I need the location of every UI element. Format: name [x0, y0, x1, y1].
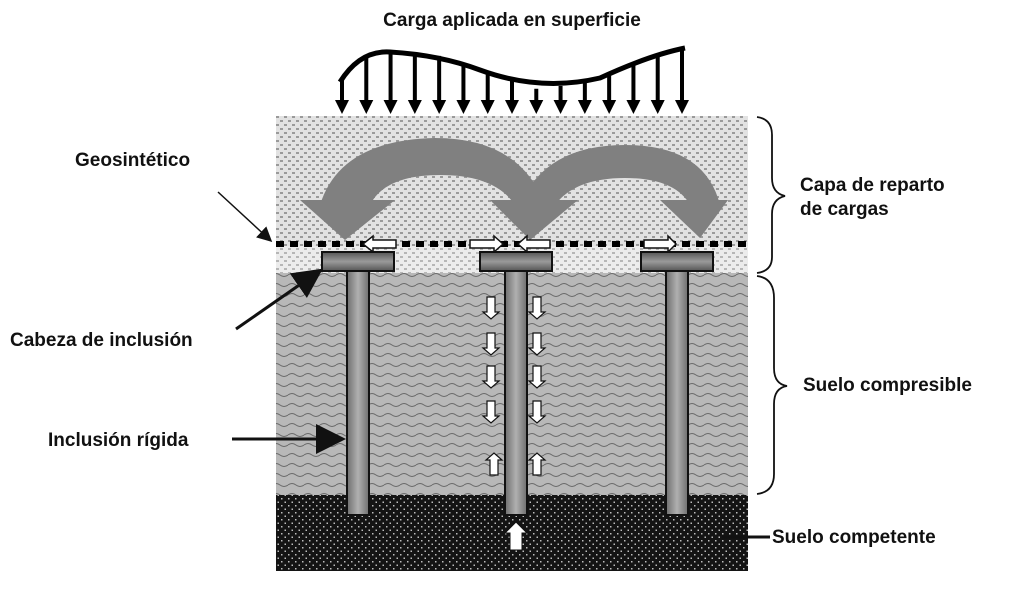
load-distribution-curve [337, 45, 686, 86]
brace-compressible-soil [756, 275, 788, 495]
load-arrow-head-15 [675, 100, 689, 114]
load-arrow-head-13 [626, 100, 641, 114]
membrane-tension-arrows [361, 234, 678, 254]
load-arrow-head-6 [456, 100, 471, 114]
rigid-inclusion-3 [665, 269, 689, 516]
label-load-transfer-layer-2: de cargas [800, 199, 889, 220]
inclusion-head-1 [321, 251, 395, 272]
label-load-transfer-layer-1: Capa de reparto [800, 175, 945, 196]
negative-friction-arrow-right-1 [527, 296, 547, 320]
negative-friction-arrow-right-4 [527, 400, 547, 424]
tension-arrow-left-2 [516, 234, 551, 254]
tension-arrow-left-1 [361, 234, 397, 254]
negative-friction-arrow-left-2 [481, 332, 501, 356]
label-competent-soil: Suelo competente [772, 527, 936, 548]
negative-friction-arrow-right-2 [527, 332, 547, 356]
load-arrow-head-8 [505, 100, 519, 114]
load-arrow-head-7 [480, 100, 495, 114]
load-arrow-head-1 [335, 100, 349, 114]
arch-arrow-right [520, 145, 728, 238]
pointer-inclusion-head [235, 268, 323, 331]
label-geosynthetic: Geosintético [75, 150, 190, 171]
load-arrow-head-5 [432, 100, 447, 114]
load-arrow-head-14 [650, 100, 665, 114]
brace-load-transfer-layer [756, 116, 786, 274]
load-arrow-head-11 [577, 100, 592, 114]
positive-friction-arrow-left-1 [484, 452, 504, 476]
load-arrow-head-4 [407, 100, 422, 114]
load-arrow-head-10 [553, 100, 568, 114]
title: Carga aplicada en superficie [383, 10, 641, 31]
inclusion-head-3 [640, 251, 714, 272]
negative-friction-arrow-right-3 [527, 365, 547, 389]
label-compressible-soil: Suelo compresible [803, 375, 972, 396]
negative-friction-arrow-left-3 [481, 365, 501, 389]
inclusion-head-2 [479, 251, 553, 272]
load-arrow-head-12 [602, 100, 617, 114]
rigid-inclusion-2 [504, 269, 528, 516]
tension-arrow-right-2 [469, 234, 505, 254]
tip-resistance-arrow [503, 521, 529, 551]
negative-friction-arrow-left-4 [481, 400, 501, 424]
tension-arrow-right-3 [643, 234, 678, 254]
label-rigid-inclusion: Inclusión rígida [48, 430, 189, 451]
pointer-geosynthetic [217, 191, 273, 243]
arch-arrow-left [300, 138, 578, 240]
negative-friction-arrow-left-1 [481, 296, 501, 320]
positive-friction-arrow-right-1 [527, 452, 547, 476]
load-arrow-head-2 [359, 100, 374, 114]
rigid-inclusion-1 [346, 269, 370, 516]
load-arrow-head-3 [383, 100, 398, 114]
load-arrow-head-9 [529, 100, 544, 114]
label-inclusion-head: Cabeza de inclusión [10, 330, 193, 351]
